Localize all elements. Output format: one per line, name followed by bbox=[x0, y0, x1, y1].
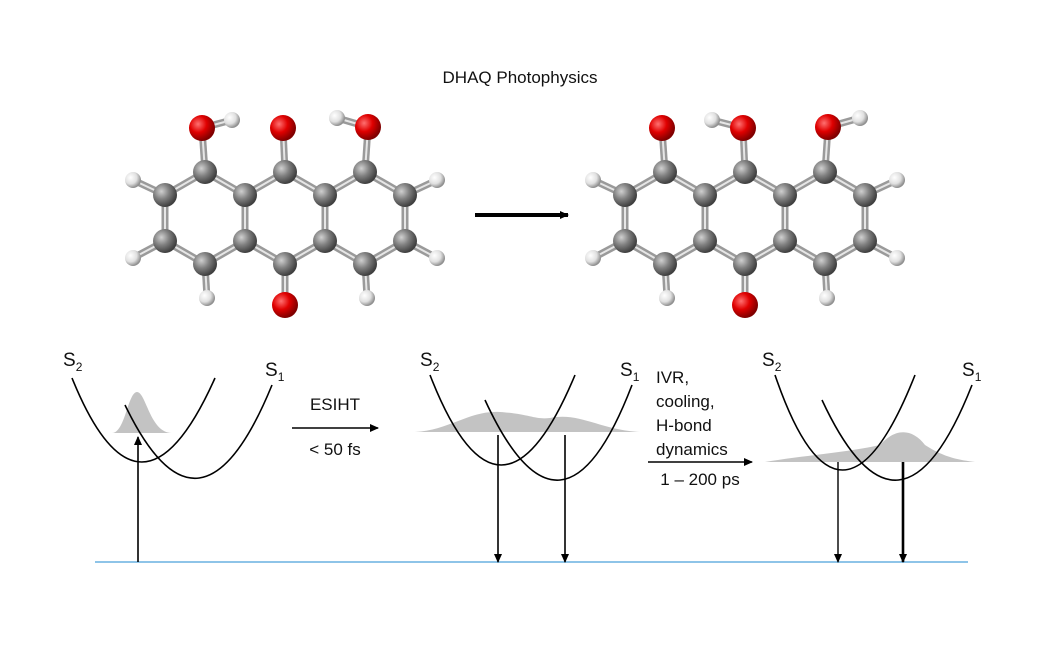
state-s1-label-2: S1 bbox=[620, 360, 640, 384]
diagram-title: DHAQ Photophysics bbox=[442, 68, 598, 87]
step1-label: ESIHT bbox=[309, 395, 361, 414]
oxygen-atom bbox=[815, 114, 841, 140]
carbon-atom bbox=[693, 183, 717, 207]
oxygen-atom bbox=[649, 115, 675, 141]
hydrogen-atom bbox=[704, 112, 720, 128]
hydrogen-atom bbox=[125, 172, 141, 188]
carbon-atom bbox=[853, 229, 877, 253]
carbon-atom bbox=[773, 229, 797, 253]
wavepacket-2 bbox=[415, 411, 640, 432]
potential-energy-surfaces bbox=[71, 374, 975, 563]
carbon-atom bbox=[613, 183, 637, 207]
oxygen-atom bbox=[272, 292, 298, 318]
carbon-atom bbox=[313, 183, 337, 207]
carbon-atom bbox=[393, 229, 417, 253]
hydrogen-atom bbox=[889, 250, 905, 266]
s1-curve-3 bbox=[821, 384, 973, 481]
oxygen-atom bbox=[732, 292, 758, 318]
wavepacket-1 bbox=[112, 392, 172, 433]
hydrogen-atom bbox=[585, 250, 601, 266]
carbon-atom bbox=[153, 183, 177, 207]
carbon-atom bbox=[353, 160, 377, 184]
carbon-atom bbox=[353, 252, 377, 276]
carbon-atom bbox=[193, 252, 217, 276]
carbon-atom bbox=[153, 229, 177, 253]
carbon-atom bbox=[233, 229, 257, 253]
carbon-atom bbox=[773, 183, 797, 207]
hydrogen-atom bbox=[329, 110, 345, 126]
molecule-reactant bbox=[125, 110, 445, 318]
hydrogen-atom bbox=[359, 290, 375, 306]
s2-curve-2 bbox=[429, 374, 576, 466]
state-s1-label-3: S1 bbox=[962, 360, 982, 384]
state-s2-label-1: S2 bbox=[63, 350, 83, 374]
carbon-atom bbox=[313, 229, 337, 253]
carbon-atom bbox=[233, 183, 257, 207]
state-s1-label-1: S1 bbox=[265, 360, 285, 384]
carbon-atom bbox=[613, 229, 637, 253]
s1-curve-2 bbox=[484, 384, 633, 481]
carbon-atom bbox=[653, 252, 677, 276]
carbon-atom bbox=[813, 252, 837, 276]
carbon-atom bbox=[813, 160, 837, 184]
hydrogen-atom bbox=[819, 290, 835, 306]
oxygen-atom bbox=[189, 115, 215, 141]
step1-time: < 50 fs bbox=[309, 440, 361, 459]
hydrogen-atom bbox=[125, 250, 141, 266]
step2-time: 1 – 200 ps bbox=[660, 470, 740, 489]
hydrogen-atom bbox=[429, 250, 445, 266]
hydrogen-atom bbox=[585, 172, 601, 188]
carbon-atom bbox=[393, 183, 417, 207]
carbon-atom bbox=[853, 183, 877, 207]
hydrogen-atom bbox=[852, 110, 868, 126]
hydrogen-atom bbox=[224, 112, 240, 128]
oxygen-atom bbox=[270, 115, 296, 141]
wavepacket-3 bbox=[765, 432, 975, 462]
carbon-atom bbox=[273, 252, 297, 276]
carbon-atom bbox=[693, 229, 717, 253]
carbon-atom bbox=[733, 160, 757, 184]
s1-curve-1 bbox=[124, 384, 273, 479]
carbon-atom bbox=[193, 160, 217, 184]
hydrogen-atom bbox=[199, 290, 215, 306]
carbon-atom bbox=[733, 252, 757, 276]
carbon-atom bbox=[273, 160, 297, 184]
carbon-atom bbox=[653, 160, 677, 184]
state-s2-label-3: S2 bbox=[762, 350, 782, 374]
hydrogen-atom bbox=[659, 290, 675, 306]
state-s2-label-2: S2 bbox=[420, 350, 440, 374]
oxygen-atom bbox=[730, 115, 756, 141]
hydrogen-atom bbox=[889, 172, 905, 188]
molecule-product bbox=[585, 110, 905, 318]
oxygen-atom bbox=[355, 114, 381, 140]
s2-curve-3 bbox=[774, 374, 916, 471]
hydrogen-atom bbox=[429, 172, 445, 188]
s2-curve-1 bbox=[71, 377, 216, 463]
